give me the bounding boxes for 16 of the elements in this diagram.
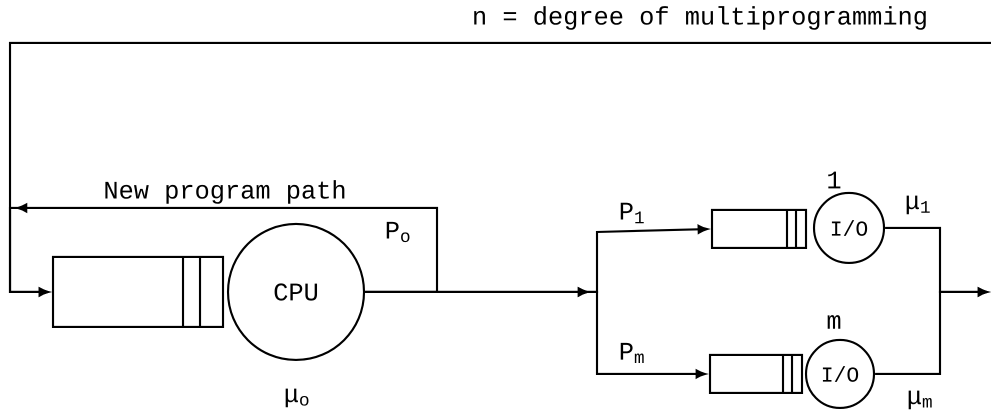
edge-label: n = degree of multiprogramming xyxy=(470,4,930,32)
server-number: 1 xyxy=(828,172,840,188)
queue-box xyxy=(708,354,804,394)
edge-label: P$_{1}$ xyxy=(617,201,647,225)
rate-label: μ$_{1}$ xyxy=(906,196,930,214)
rate-label: μ$_{o}$ xyxy=(286,388,308,408)
edge-label: P$_{m}$ xyxy=(617,342,647,364)
server-number: m xyxy=(828,315,840,329)
queue-box xyxy=(52,256,224,328)
queue-box xyxy=(710,208,808,250)
edge-label: New program path xyxy=(102,178,348,206)
rate-label: μ$_{m}$ xyxy=(908,390,932,410)
arrow xyxy=(8,42,991,296)
arrow xyxy=(875,288,988,376)
arrow xyxy=(365,288,706,378)
branch-probability: P$_{o}$ xyxy=(386,222,410,242)
